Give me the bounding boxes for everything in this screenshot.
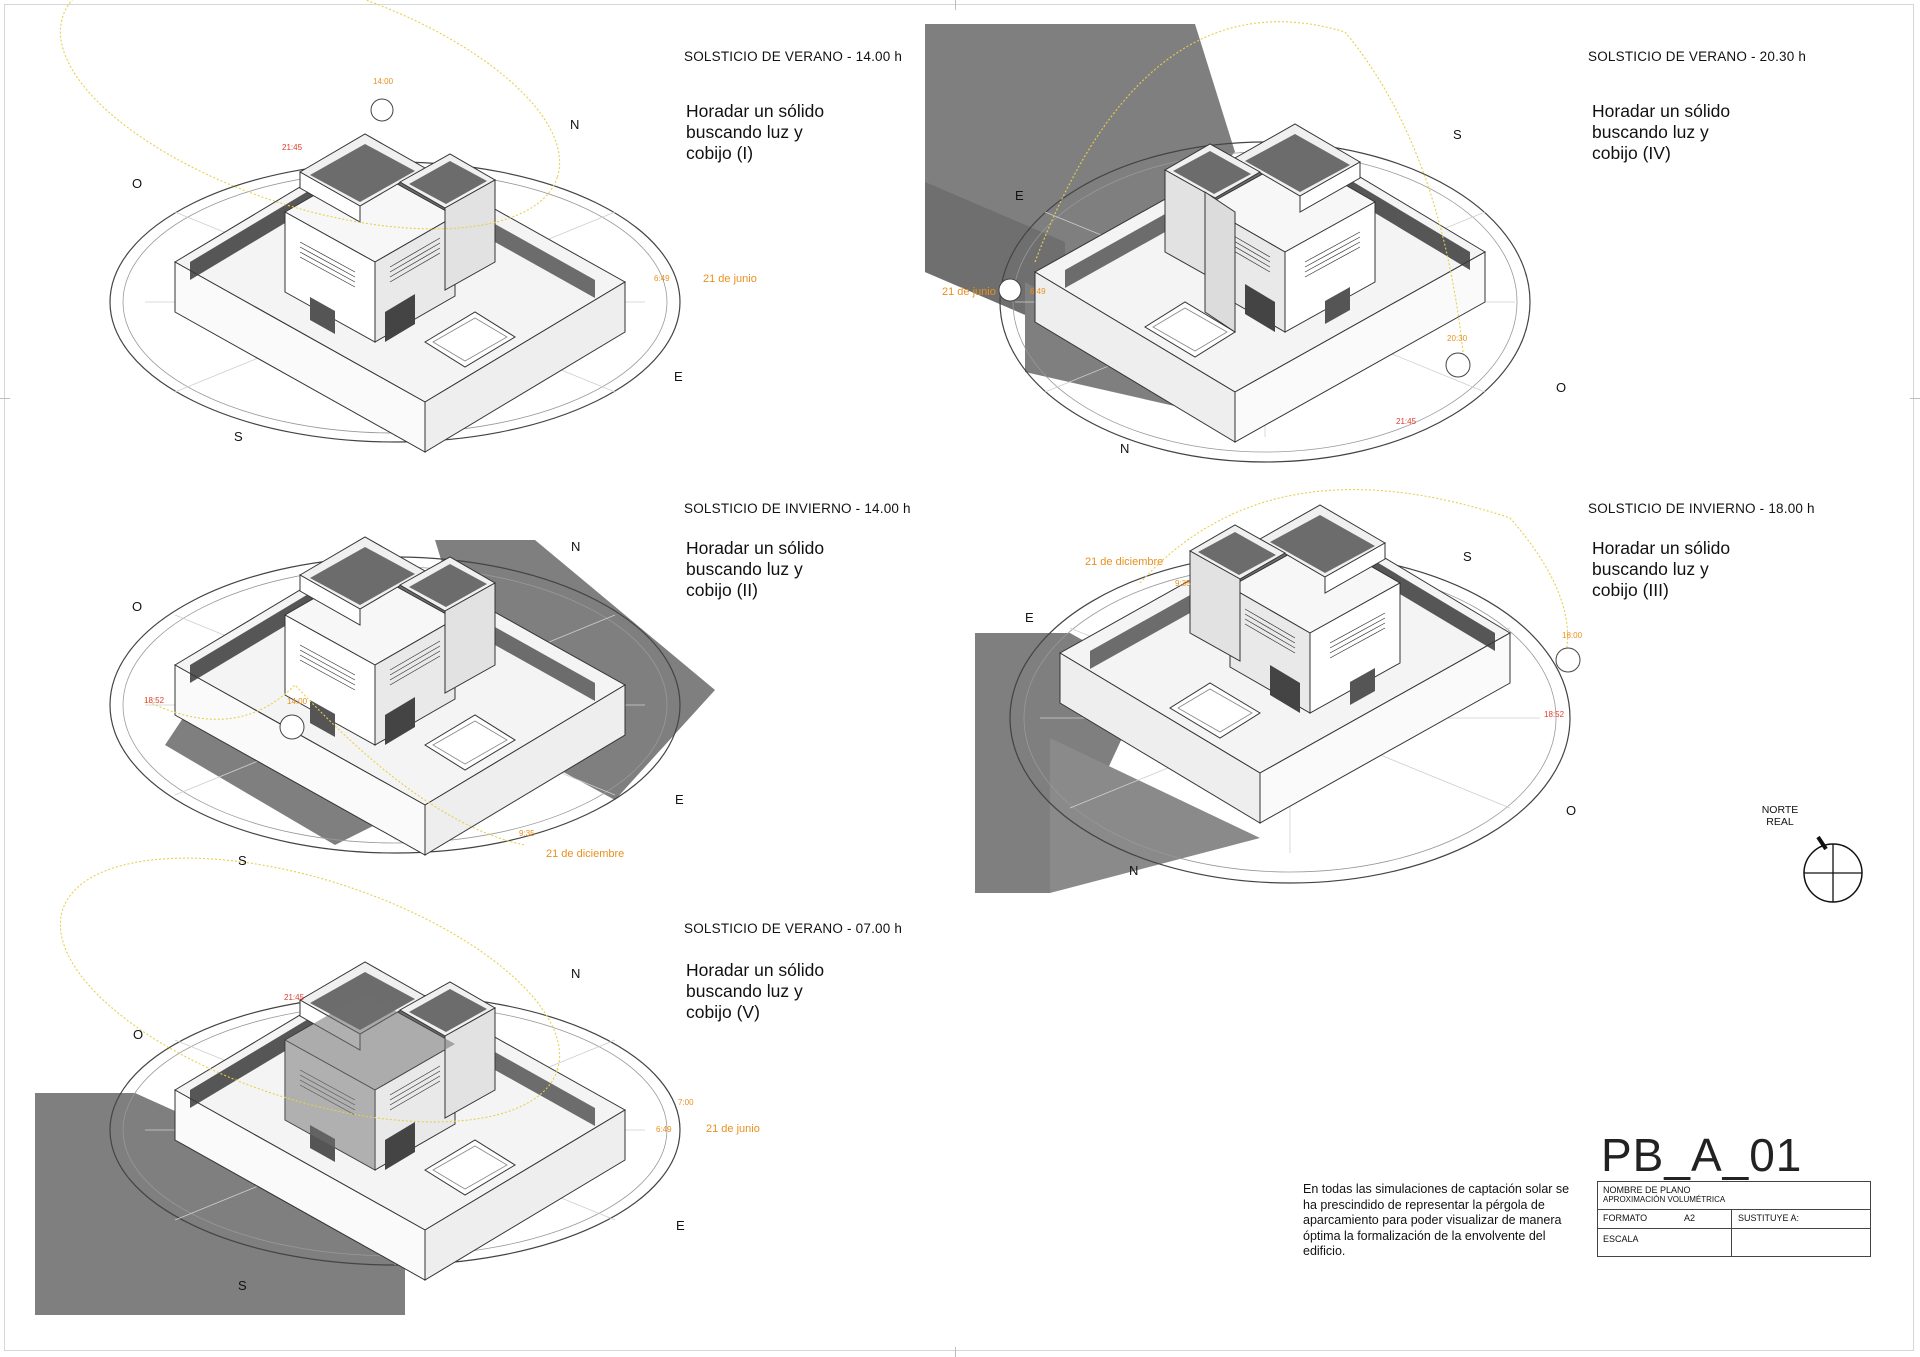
compass-n: N	[571, 539, 581, 554]
compass-e: E	[676, 1218, 685, 1233]
date-label: 21 de diciembre	[1085, 556, 1164, 568]
sun-hour-label: 20:30	[1447, 334, 1468, 343]
compass-s: S	[1453, 127, 1462, 142]
sunset-label: 18:52	[144, 696, 165, 705]
sun-hour-label: 18:00	[1562, 631, 1583, 640]
view-title: SOLSTICIO DE INVIERNO - 18.00 h	[1588, 501, 1815, 516]
replaces-label: SUSTITUYE A:	[1738, 1213, 1800, 1223]
compass-n: N	[1129, 863, 1139, 878]
view-title: SOLSTICIO DE INVIERNO - 14.00 h	[684, 501, 911, 516]
compass-o: O	[1556, 380, 1567, 395]
note-text: En todas las simulaciones de captación s…	[1303, 1182, 1570, 1258]
compass-e: E	[675, 792, 684, 807]
title-block-row-plan: NOMBRE DE PLANO APROXIMACIÓN VOLUMÉTRICA	[1598, 1182, 1870, 1210]
sunrise-label: 6:49	[654, 274, 670, 283]
sunrise-label: 6:49	[1030, 287, 1046, 296]
sunrise-label: 9:35	[519, 829, 535, 838]
compass-o: O	[132, 599, 143, 614]
scale-label: ESCALA	[1603, 1234, 1639, 1244]
sun-hour-label: 14:00	[373, 77, 394, 86]
compass-n: N	[1120, 441, 1130, 456]
view-5-drawing	[35, 857, 681, 1315]
view-title: SOLSTICIO DE VERANO - 14.00 h	[684, 49, 903, 64]
view-title: SOLSTICIO DE VERANO - 07.00 h	[684, 921, 903, 936]
date-label: 21 de junio	[703, 273, 757, 285]
compass-e: E	[1015, 188, 1024, 203]
date-label: 21 de diciembre	[546, 848, 625, 860]
plan-name-value: APROXIMACIÓN VOLUMÉTRICA	[1603, 1195, 1726, 1204]
sunset-label: 18:52	[1544, 710, 1565, 719]
compass-o: O	[1566, 803, 1577, 818]
sun-hour-label: 7:00	[678, 1098, 694, 1107]
view-caption: Horadar un sólido buscando luz y cobijo …	[686, 101, 825, 163]
margin-tick	[0, 398, 10, 399]
compass-s: S	[238, 1278, 247, 1293]
compass-s: S	[1463, 549, 1472, 564]
compass-e: E	[674, 369, 683, 384]
view-caption: Horadar un sólido buscando luz y cobijo …	[686, 960, 825, 1022]
sheet-code: PB_A_01	[1601, 1129, 1803, 1181]
view-caption: Horadar un sólido buscando luz y cobijo …	[686, 538, 825, 600]
format-label: FORMATO	[1603, 1213, 1648, 1223]
margin-tick	[955, 0, 956, 10]
north-label: NORTE REAL	[1761, 804, 1799, 828]
title-block-row-format: FORMATO A2 SUSTITUYE A:	[1598, 1210, 1870, 1229]
view-title: SOLSTICIO DE VERANO - 20.30 h	[1588, 49, 1807, 64]
compass-e: E	[1025, 610, 1034, 625]
sunset-label: 21:45	[284, 993, 305, 1002]
compass-n: N	[570, 117, 580, 132]
date-label: 21 de junio	[706, 1123, 760, 1135]
compass-o: O	[133, 1027, 144, 1042]
view-caption: Horadar un sólido buscando luz y cobijo …	[1592, 538, 1731, 600]
compass-s: S	[234, 429, 243, 444]
date-label: 21 de junio	[942, 286, 996, 298]
format-value: A2	[1684, 1213, 1696, 1223]
view-caption: Horadar un sólido buscando luz y cobijo …	[1592, 101, 1731, 163]
view-2-drawing	[925, 21, 1531, 463]
margin-tick	[1910, 398, 1920, 399]
view-3-drawing	[109, 536, 715, 856]
sheet-border	[4, 4, 1914, 1351]
sunrise-label: 6:49	[656, 1125, 672, 1134]
sunset-label: 21:45	[282, 143, 303, 152]
view-1-drawing	[59, 0, 681, 453]
title-block: NOMBRE DE PLANO APROXIMACIÓN VOLUMÉTRICA…	[1597, 1181, 1871, 1257]
margin-tick	[955, 1347, 956, 1357]
title-block-divider	[1731, 1210, 1732, 1257]
compass-n: N	[571, 966, 581, 981]
compass-s: S	[238, 853, 247, 868]
sun-hour-label: 14:00	[287, 697, 308, 706]
sunset-label: 21:45	[1396, 417, 1417, 426]
view-4-drawing	[975, 489, 1581, 893]
sunrise-label: 9:35	[1175, 579, 1191, 588]
plan-name-label: NOMBRE DE PLANO	[1603, 1185, 1691, 1195]
north-arrow-symbol	[1803, 835, 1863, 903]
compass-o: O	[132, 176, 143, 191]
